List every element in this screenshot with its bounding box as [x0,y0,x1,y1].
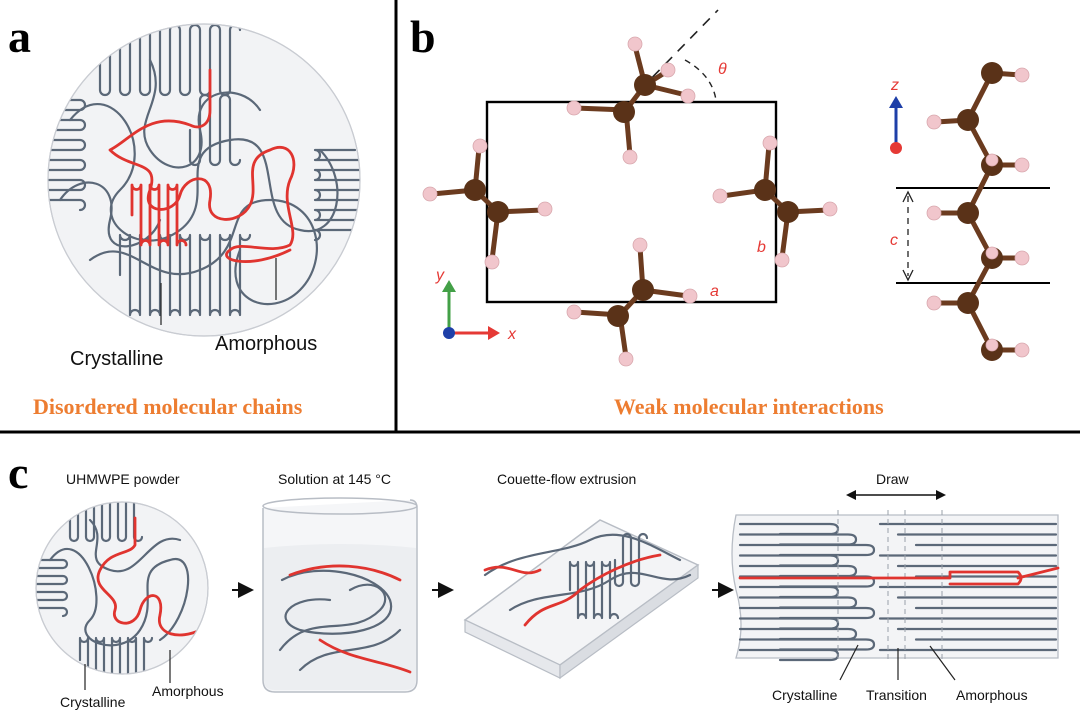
couette-extrusion-slab [465,520,698,678]
crystalline-lamella-top [100,25,240,95]
xy-axes-indicator: y x [435,267,517,343]
theta-label: θ [718,61,727,78]
step-label-powder: UHMWPE powder [66,471,180,487]
crystalline-label: Crystalline [70,348,163,370]
panel-b-caption: Weak molecular interactions [614,394,884,419]
panel-b: b θ a b [410,10,1050,419]
ch2-unit-top [567,37,695,164]
amorphous-label-c: Amorphous [152,683,224,699]
step-label-extrusion: Couette-flow extrusion [497,471,636,487]
fiber-crystalline-label: Crystalline [772,687,838,703]
x-axis-label: x [507,326,517,343]
fiber-amorphous-label: Amorphous [956,687,1028,703]
cell-label-a: a [710,283,719,300]
panel-c-letter: c [8,447,28,498]
draw-label: Draw [876,471,910,487]
uhmwpe-powder-illustration [3,489,208,682]
panel-a-caption: Disordered molecular chains [33,394,303,419]
step-label-solution: Solution at 145 °C [278,471,391,487]
drawn-fiber [732,510,1058,660]
cell-label-c: c [890,232,898,249]
panel-c: c UHMWPE powder Solution at 145 °C Couet… [3,447,1058,710]
z-axis-indicator: z [889,77,903,154]
panel-a-letter: a [8,11,31,62]
draw-direction-arrow: Draw [846,471,946,500]
highlighted-chain-fold [132,185,186,245]
solution-beaker [263,498,417,692]
fiber-transition-label: Transition [866,687,927,703]
cell-label-b: b [757,239,766,256]
panel-a: a Crystalline Amorphous Disordered mole [0,11,395,419]
crystalline-label-c: Crystalline [60,694,126,710]
panel-b-letter: b [410,11,436,62]
amorphous-label: Amorphous [215,333,317,355]
z-axis-label: z [890,77,899,94]
unit-cell [487,102,776,302]
polyethylene-zigzag-chain [927,62,1029,361]
y-axis-label: y [435,267,445,284]
polymer-chain-illustration-a [0,24,395,336]
